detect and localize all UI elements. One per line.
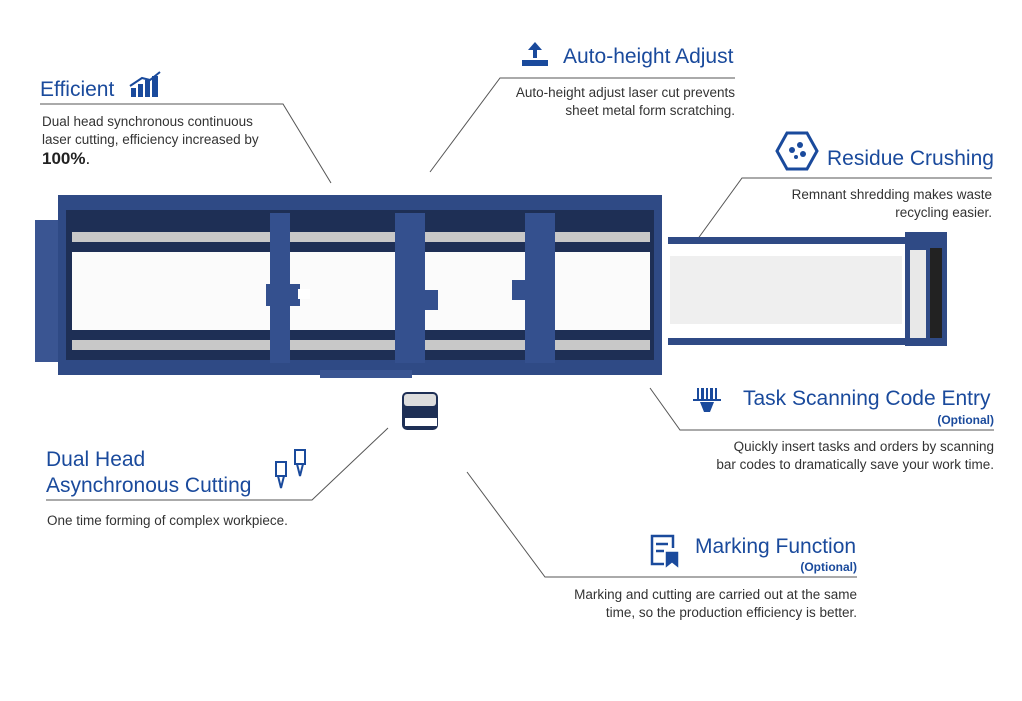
cutting-heads-icon — [275, 449, 306, 489]
residue-desc-1: Remnant shredding makes waste — [791, 187, 992, 202]
auto-height-title: Auto-height Adjust — [563, 45, 734, 68]
bar-chart-icon — [129, 71, 161, 97]
auto-height-desc-1: Auto-height adjust laser cut prevents — [515, 85, 735, 100]
scanning-title: Task Scanning Code Entry — [743, 387, 991, 410]
residue-desc-2: recycling easier. — [895, 205, 992, 220]
residue-title: Residue Crushing — [827, 147, 994, 170]
marking-desc-1: Marking and cutting are carried out at t… — [574, 587, 857, 602]
efficient-highlight: 100% — [42, 149, 86, 168]
leader-lines — [40, 77, 994, 578]
auto-height-desc-2: sheet metal form scratching. — [565, 103, 735, 118]
marking-title: Marking Function — [695, 535, 857, 558]
height-adjust-icon — [522, 42, 548, 66]
dual-head-title-1: Dual Head — [46, 448, 146, 471]
efficient-desc-2: laser cutting, efficiency increased by — [42, 132, 259, 147]
residue-conveyor — [668, 232, 947, 346]
efficient-suffix: . — [85, 149, 91, 168]
efficient-desc-1: Dual head synchronous continuous — [42, 114, 253, 129]
crush-hexagon-icon — [775, 131, 819, 171]
scanning-desc-2: bar codes to dramatically save your work… — [716, 457, 994, 472]
marking-desc-2: time, so the production efficiency is be… — [605, 605, 857, 620]
efficient-title: Efficient — [40, 78, 115, 101]
scanning-optional: (Optional) — [937, 413, 994, 427]
control-console — [402, 392, 438, 430]
dual-head-title-2: Asynchronous Cutting — [46, 474, 252, 497]
laser-cutting-machine — [35, 195, 662, 378]
dual-head-desc: One time forming of complex workpiece. — [47, 513, 288, 528]
marking-document-icon — [650, 534, 679, 568]
barcode-scanner-icon — [693, 388, 721, 412]
scanning-desc-1: Quickly insert tasks and orders by scann… — [733, 439, 994, 454]
marking-optional: (Optional) — [800, 560, 857, 574]
